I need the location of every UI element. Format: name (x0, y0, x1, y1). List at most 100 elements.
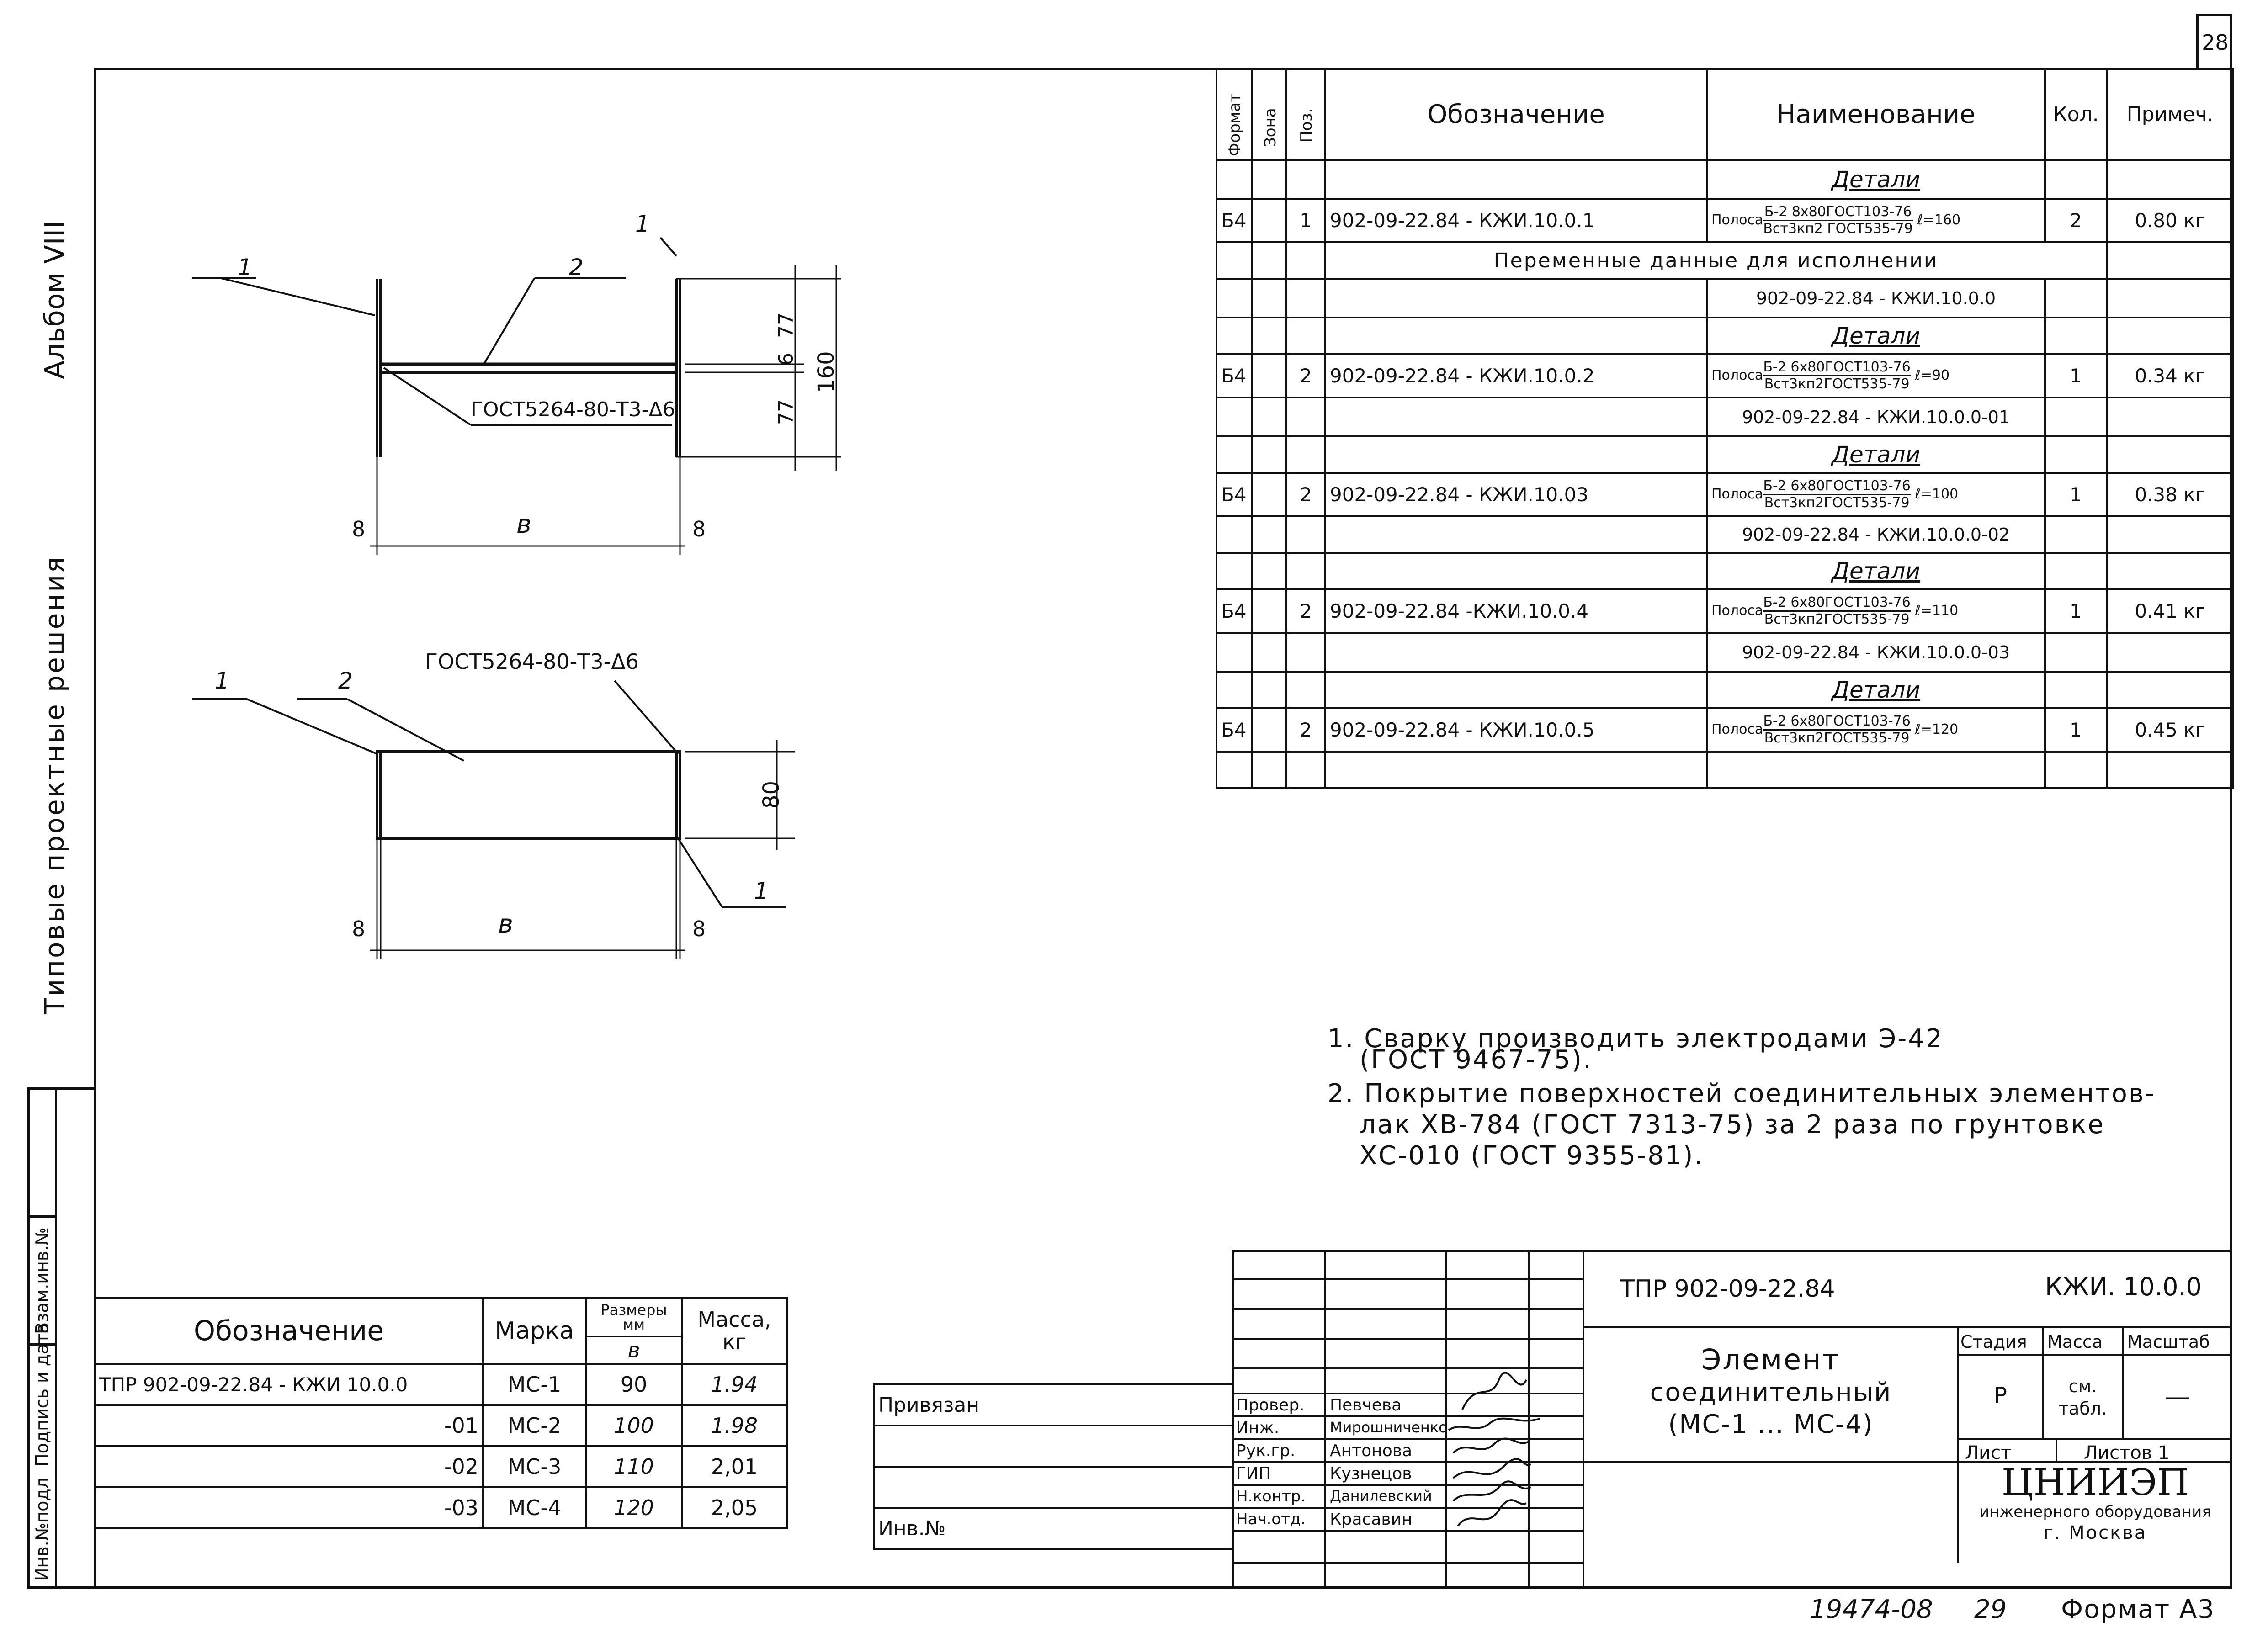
title-block (1232, 1250, 2232, 1589)
width-label-bottom: в (498, 909, 514, 939)
variant-ref: 902-09-22.84 - КЖИ.10.0.0-02 (1706, 515, 2046, 554)
cell-format: Б4 (1216, 588, 1253, 634)
inv-label: Инв.№ (873, 1507, 1234, 1550)
mt-mark: МС-3 (482, 1445, 587, 1488)
sig-role: Нач.отд. (1236, 1510, 1306, 1528)
gap-left-bottom: 8 (352, 917, 366, 941)
cell-pos: 2 (1285, 588, 1326, 634)
sig-role: Н.контр. (1236, 1487, 1306, 1505)
mt-mass: 1.94 (681, 1363, 788, 1406)
cell-qty: 1 (2044, 588, 2108, 634)
cell-format: Б4 (1216, 353, 1253, 398)
gap-right-top: 8 (692, 517, 706, 541)
mt-designation: -02 (94, 1445, 484, 1488)
notes-block: 1. Сварку производить электродами Э-42 (… (1328, 1023, 2156, 1171)
binding-block: Привязан Инв.№ (873, 1383, 1234, 1550)
cell-format: Б4 (1216, 707, 1253, 753)
sig-role: Провер. (1236, 1396, 1305, 1415)
sheet-number-box (2196, 14, 2232, 69)
details-label: Детали (1706, 159, 2046, 200)
mt-hdr-mass: Масса, кг (681, 1297, 788, 1365)
cell-qty: 1 (2044, 707, 2108, 753)
weld-label-bottom: ГОСТ5264-80-Т3-Δ6 (425, 649, 639, 674)
cell-note: 0.45 кг (2106, 707, 2234, 753)
cell-qty: 1 (2044, 472, 2108, 517)
tb-stage: Р (1994, 1383, 2007, 1408)
hdr-pos: Поз. (1285, 68, 1326, 161)
footer-page: 29 (1974, 1595, 2007, 1624)
cell-pos: 2 (1285, 353, 1326, 398)
mt-hdr-b: в (585, 1336, 683, 1365)
mt-mass: 2,05 (681, 1486, 788, 1529)
left-strip-divider (27, 1087, 94, 1589)
tb-stage-h: Стадия (1960, 1332, 2027, 1352)
mt-hdr-dims: Размеры мм (585, 1297, 683, 1337)
details-label: Детали (1706, 671, 2046, 709)
gap-right-bottom: 8 (692, 917, 706, 941)
cell-designation: 902-09-22.84 - КЖИ.10.03 (1324, 472, 1708, 517)
tb-org-name: ЦНИИЭП (2001, 1461, 2189, 1504)
hdr-format: Формат (1216, 68, 1253, 161)
variant-ref: 902-09-22.84 - КЖИ.10.0.0-03 (1706, 632, 2046, 673)
tb-sheets: Листов 1 (2084, 1442, 2170, 1463)
sig-name: Данилевский (1330, 1487, 1432, 1505)
mt-hdr-mark: Марка (482, 1297, 587, 1365)
tb-title-2: соединительный (1650, 1378, 1892, 1407)
left-strip (27, 1087, 94, 1589)
mt-designation: -03 (94, 1486, 484, 1529)
sheet-number: 28 (2202, 30, 2229, 55)
marks-table: Обозначение Марка Размеры мм Масса, кг в… (94, 1297, 788, 1529)
gap-left-top: 8 (352, 517, 366, 541)
note-line: 1. Сварку производить электродами Э-42 (1328, 1024, 1944, 1054)
footer-format: Формат А3 (2061, 1595, 2215, 1624)
sig-name: Красавин (1330, 1510, 1413, 1529)
details-label: Детали (1706, 317, 2046, 355)
sig-name: Кузнецов (1330, 1464, 1412, 1483)
cell-designation: 902-09-22.84 - КЖИ.10.0.2 (1324, 353, 1708, 398)
cell-format: Б4 (1216, 198, 1253, 243)
cell-designation: 902-09-22.84 -КЖИ.10.0.4 (1324, 588, 1708, 634)
hdr-designation: Обозначение (1324, 68, 1708, 161)
cell-designation: 902-09-22.84 - КЖИ.10.0.5 (1324, 707, 1708, 753)
sig-name: Певчева (1330, 1396, 1402, 1415)
mt-hdr-designation: Обозначение (94, 1297, 484, 1365)
tb-mass-h: Масса (2047, 1332, 2103, 1352)
callout-2-top: 2 (569, 254, 584, 281)
tb-scale: — (2165, 1382, 2190, 1412)
cell-note: 0.34 кг (2106, 353, 2234, 398)
mt-mark: МС-2 (482, 1404, 587, 1447)
mt-mark: МС-1 (482, 1363, 587, 1406)
sig-name: Мирошниченко (1330, 1419, 1448, 1436)
sig-role: ГИП (1236, 1464, 1271, 1483)
cell-pos: 2 (1285, 472, 1326, 517)
tb-mass: см. табл. (2058, 1376, 2107, 1419)
mt-b: 120 (585, 1486, 683, 1529)
callout-1a-top: 1 (238, 254, 252, 281)
mt-b: 100 (585, 1404, 683, 1447)
mt-b: 110 (585, 1445, 683, 1488)
spec-table: Формат Зона Поз. Обозначение Наименовани… (1216, 68, 2234, 789)
weld-label-top: ГОСТ5264-80-Т3-Δ6 (471, 398, 675, 421)
tb-title-3: (МС-1 ... МС-4) (1668, 1410, 1874, 1439)
tb-scale-h: Масштаб (2127, 1332, 2210, 1352)
mt-mass: 1.98 (681, 1404, 788, 1447)
sig-role: Рук.гр. (1236, 1442, 1296, 1460)
cell-pos: 1 (1285, 198, 1326, 243)
mt-mass: 2,01 (681, 1445, 788, 1488)
callout-2-bottom: 2 (338, 668, 353, 694)
cell-qty: 1 (2044, 353, 2108, 398)
mt-mark: МС-4 (482, 1486, 587, 1529)
cell-format: Б4 (1216, 472, 1253, 517)
mt-b: 90 (585, 1363, 683, 1406)
note-line: ХС-010 (ГОСТ 9355-81). (1360, 1141, 1704, 1171)
cell-qty: 2 (2044, 198, 2108, 243)
variant-ref: 902-09-22.84 - КЖИ.10.0.0-01 (1706, 397, 2046, 437)
